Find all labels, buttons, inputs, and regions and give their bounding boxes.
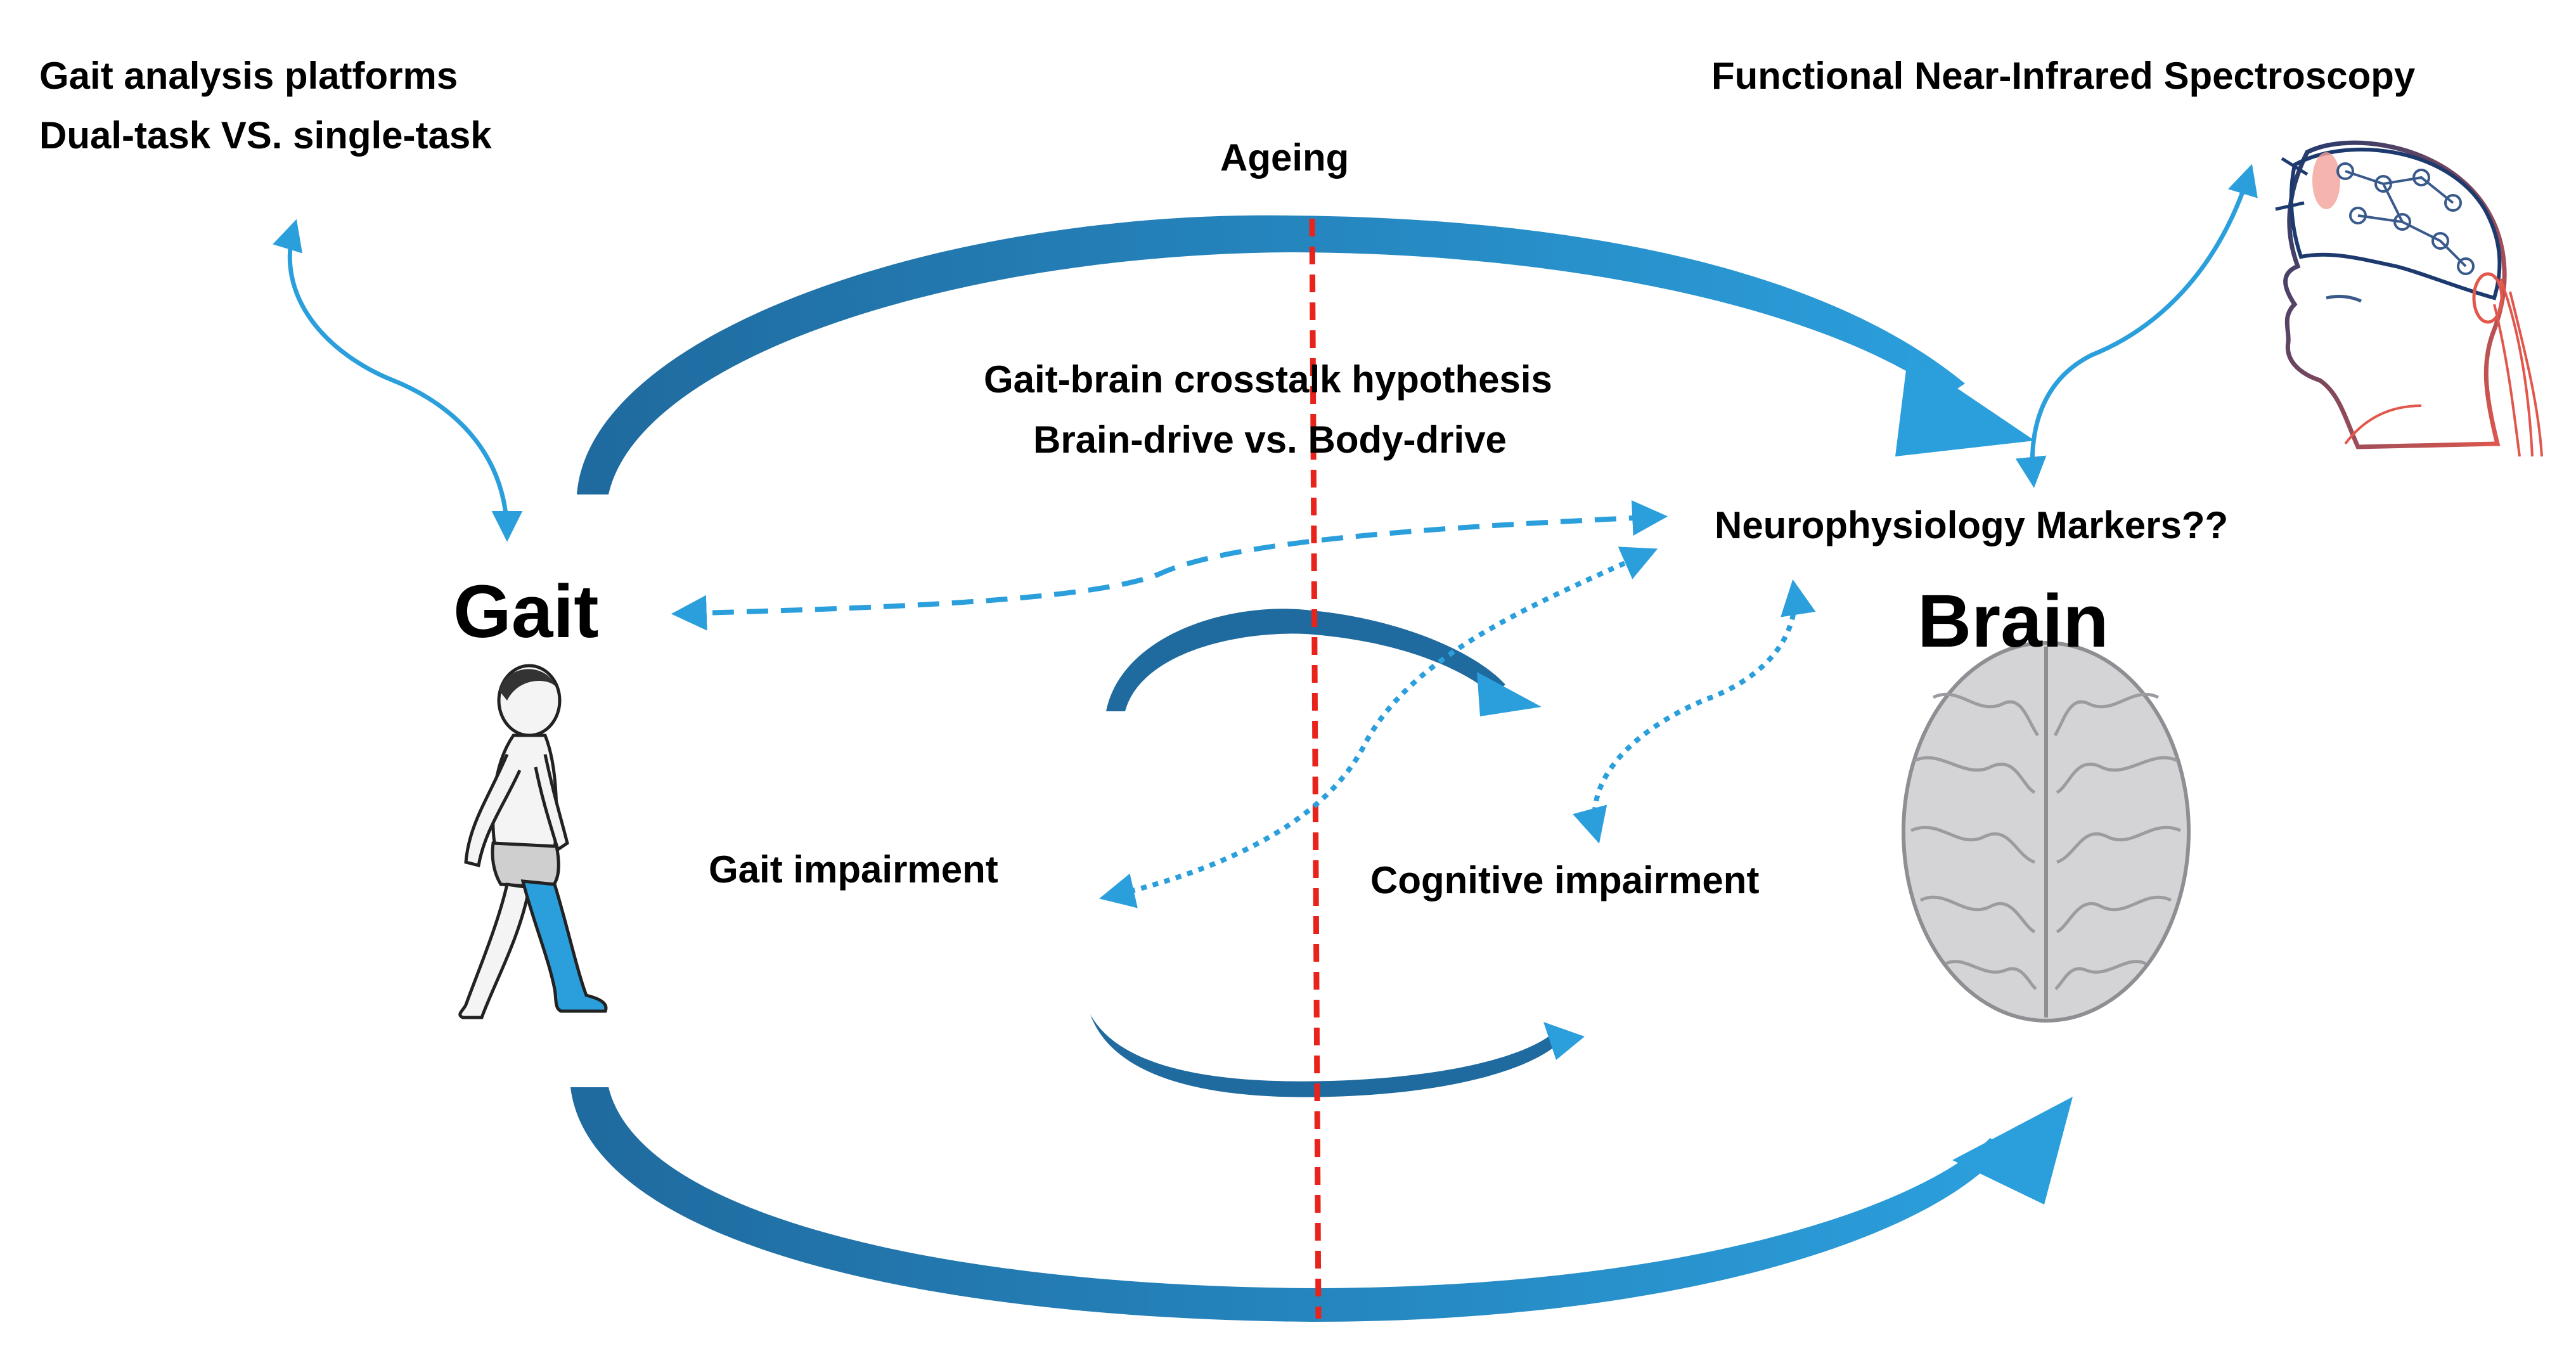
gait-neuro-dashed-arrow [671,500,1668,631]
bottom-arc-arrow [570,1087,2073,1322]
brain-title: Brain [1917,579,2109,663]
brain-icon [1902,641,2191,1023]
fnirs-link-arrow [2015,164,2258,488]
gait-impairment-label: Gait impairment [709,848,998,891]
red-divider-line [1309,218,1322,1319]
cognitive-impairment-label: Cognitive impairment [1370,859,1760,901]
gaitimp-neuro-dotted-arrow [1099,546,1658,908]
inner-bottom-arrow [1090,1014,1585,1097]
fnirs-label: Functional Near-Infrared Spectroscopy [1711,55,2416,97]
cogimp-neuro-dotted-arrow [1573,579,1816,844]
platforms-link-arrow [273,219,523,542]
ageing-label: Ageing [1220,136,1349,179]
crosstalk-line2: Brain-drive vs. Body-drive [1033,418,1507,461]
gait-platforms-line1: Gait analysis platforms [39,55,458,97]
inner-top-arrow [1106,609,1542,716]
gait-title: Gait [453,570,599,654]
gait-platforms-line2: Dual-task VS. single-task [39,114,492,157]
neuro-markers-label: Neurophysiology Markers?? [1715,504,2229,546]
fnirs-head-icon [2275,140,2543,457]
walking-person-icon [458,664,608,1019]
crosstalk-line1: Gait-brain crosstalk hypothesis [984,358,1552,401]
ageing-arc-arrow [577,215,2035,494]
